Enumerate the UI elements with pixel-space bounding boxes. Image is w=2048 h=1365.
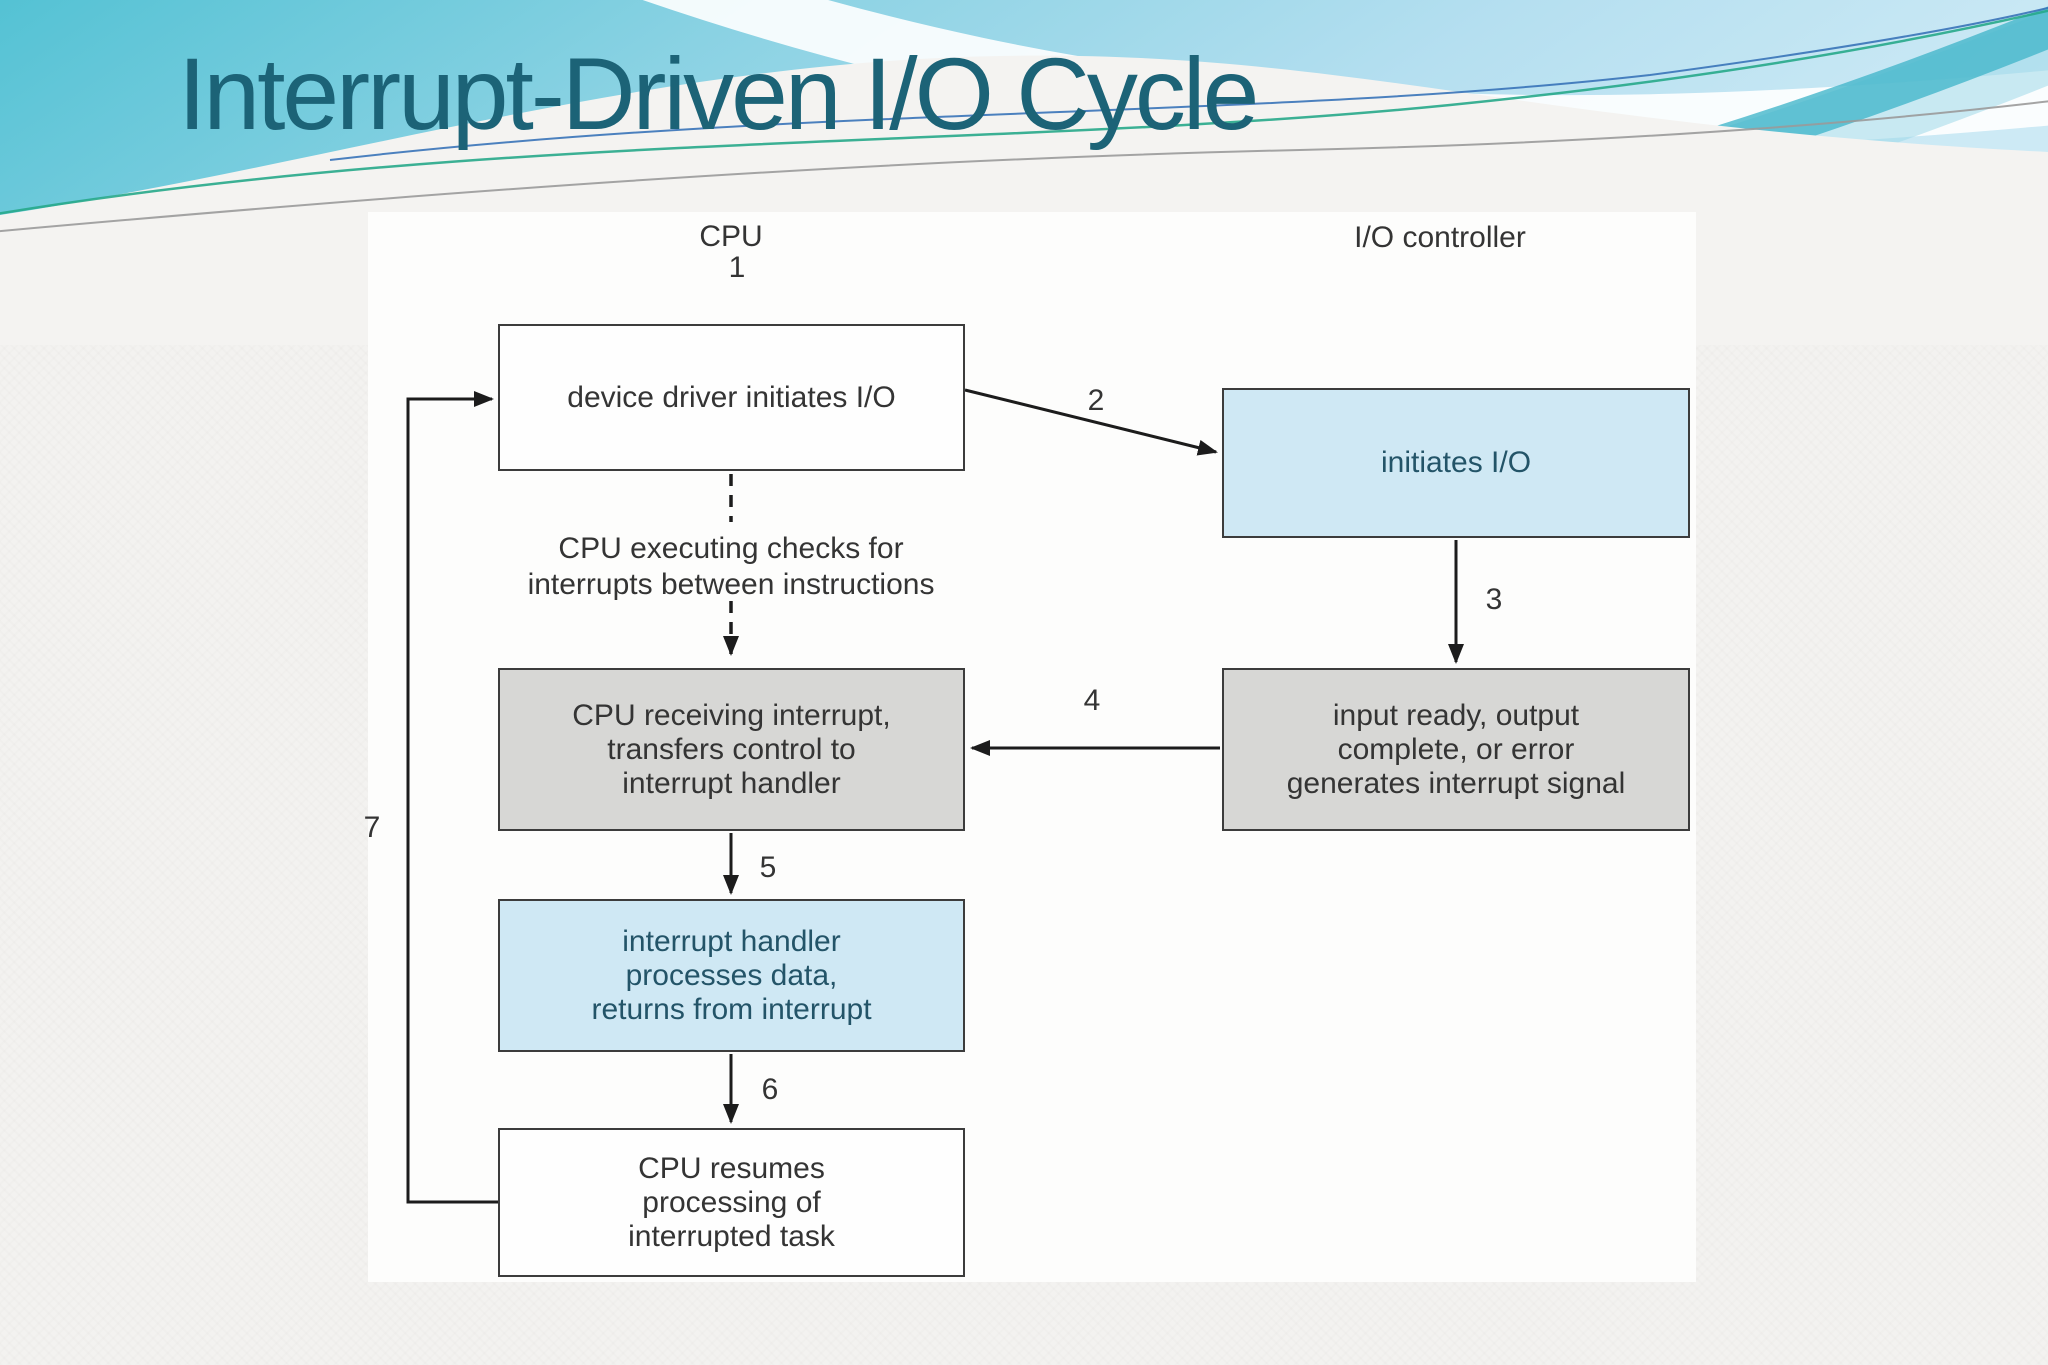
step-label-3: 3 — [1485, 583, 1503, 616]
node-device-driver-initiates-io: device driver initiates I/O — [498, 324, 965, 471]
node-cpu-resumes: CPU resumes processing of interrupted ta… — [498, 1128, 965, 1277]
arrow-step-2 — [964, 388, 1218, 456]
page-title: Interrupt-Driven I/O Cycle — [178, 37, 1259, 151]
node-initiates-io: initiates I/O — [1222, 388, 1690, 538]
node-text: interrupt handler processes data, return… — [591, 924, 872, 1026]
banner-line-blue — [329, 6, 2048, 161]
banner-line-gray — [0, 100, 2048, 233]
node-interrupt-handler: interrupt handler processes data, return… — [498, 899, 965, 1052]
column-header-cpu: CPU — [699, 220, 763, 253]
node-text: CPU resumes processing of interrupted ta… — [628, 1151, 835, 1253]
node-text: input ready, output complete, or error g… — [1286, 698, 1626, 800]
note-cpu-executing-checks: CPU executing checks for interrupts betw… — [527, 532, 935, 601]
column-header-io-controller: I/O controller — [1354, 221, 1526, 254]
step-label-2: 2 — [1087, 384, 1105, 417]
step-label-4: 4 — [1083, 684, 1101, 717]
step-label-7: 7 — [363, 811, 381, 844]
step-label-5: 5 — [759, 851, 777, 884]
banner-line-green — [0, 9, 2048, 215]
node-text: CPU receiving interrupt, transfers contr… — [572, 698, 891, 800]
node-input-ready-interrupt-signal: input ready, output complete, or error g… — [1222, 668, 1690, 831]
arrow-step-7-loop — [406, 391, 498, 1204]
node-cpu-receiving-interrupt: CPU receiving interrupt, transfers contr… — [498, 668, 965, 831]
node-text: device driver initiates I/O — [567, 380, 896, 414]
step-label-1: 1 — [728, 251, 746, 284]
node-text: initiates I/O — [1380, 446, 1532, 479]
step-label-6: 6 — [761, 1073, 779, 1106]
